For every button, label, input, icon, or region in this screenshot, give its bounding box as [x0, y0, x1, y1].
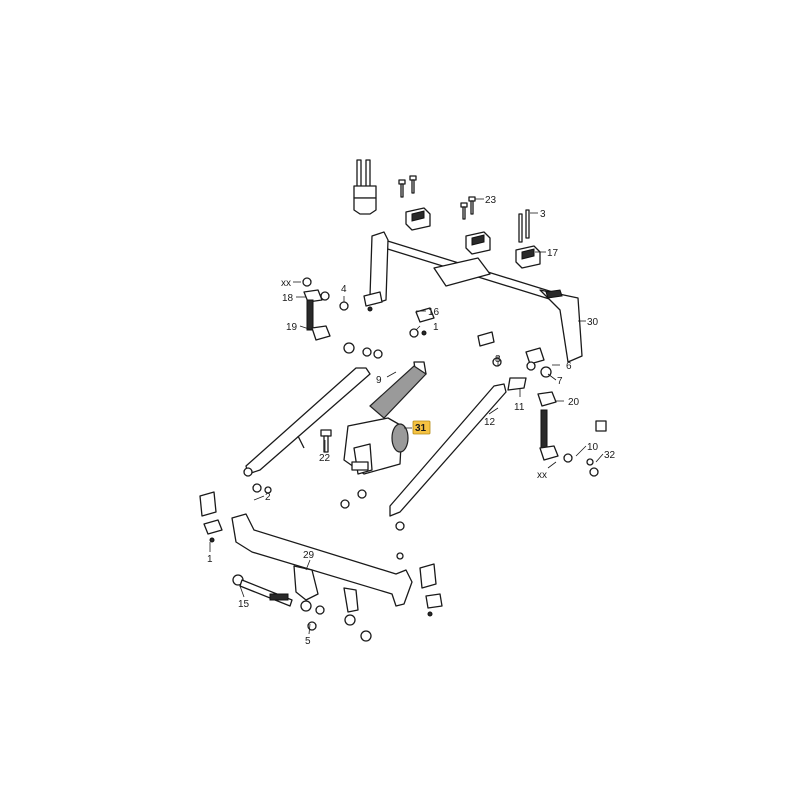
clamp-block-b — [465, 231, 491, 255]
callout-32: 32 — [604, 450, 616, 461]
callout-5: 5 — [305, 636, 311, 647]
callout-3: 3 — [540, 209, 546, 220]
callout-16: 16 — [428, 307, 440, 318]
callout-19: 19 — [286, 322, 298, 333]
right-lift-arm — [389, 377, 527, 560]
bolt-pair-top-right — [518, 209, 530, 243]
callout-12: 12 — [484, 417, 496, 428]
electric-actuator — [297, 361, 427, 509]
callout-30: 30 — [587, 317, 599, 328]
callout-8: 8 — [495, 354, 501, 365]
callout-20: 20 — [568, 397, 580, 408]
callout-1-bottom: 1 — [207, 554, 213, 565]
callout-7: 7 — [557, 376, 563, 387]
lift-shaft-assembly — [369, 231, 583, 363]
callout-xx-right: xx — [537, 470, 547, 481]
bolt-pair-top-left — [353, 159, 377, 215]
callout-11: 11 — [514, 402, 525, 413]
leader-lines — [209, 198, 604, 635]
front-axle-bracket — [199, 491, 443, 617]
callouts: 23 3 17 30 xx 18 4 16 19 1 9 8 6 7 11 20… — [207, 195, 616, 647]
callout-31: 31 — [415, 423, 427, 434]
small-bolts-top — [398, 175, 476, 220]
callout-15: 15 — [238, 599, 250, 610]
top-bolts-and-blocks — [353, 159, 541, 269]
callout-22: 22 — [319, 453, 331, 464]
callout-23: 23 — [485, 195, 497, 206]
clamp-block-a — [405, 207, 431, 231]
callout-10: 10 — [587, 442, 599, 453]
callout-2: 2 — [265, 492, 271, 503]
callout-29: 29 — [303, 550, 315, 561]
left-adjust-rod — [302, 277, 383, 359]
callout-17: 17 — [547, 248, 559, 259]
clamp-block-c — [515, 245, 541, 269]
right-adjust-rod — [537, 391, 607, 477]
small-brackets-mid — [339, 291, 552, 378]
callout-9: 9 — [376, 375, 382, 386]
callout-4: 4 — [341, 284, 347, 295]
callout-18: 18 — [282, 293, 294, 304]
callout-xx-left: xx — [281, 278, 291, 289]
callout-6: 6 — [566, 361, 572, 372]
callout-1-top: 1 — [433, 322, 439, 333]
left-lift-arm — [243, 367, 371, 494]
callout-31-highlight: 31 — [412, 420, 431, 435]
